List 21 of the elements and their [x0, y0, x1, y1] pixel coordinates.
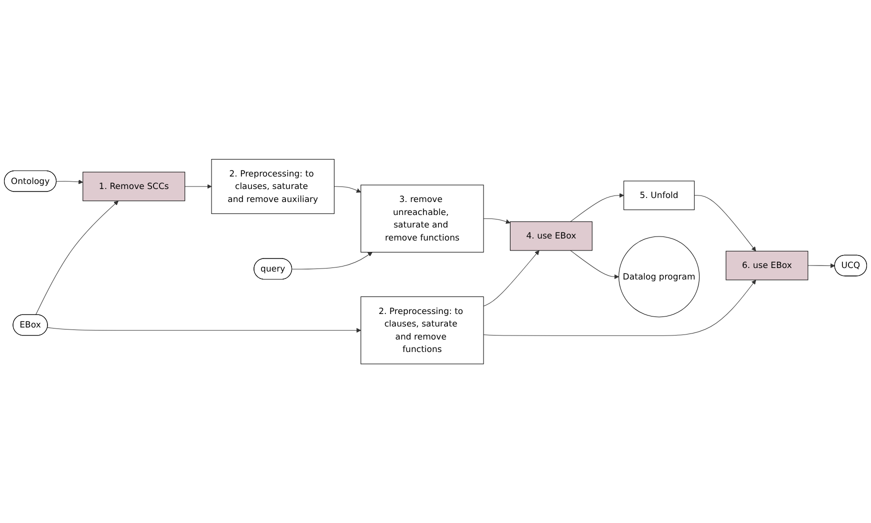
arrow — [56, 179, 84, 184]
arrow — [483, 250, 540, 306]
node-box: 4. use EBox — [510, 221, 592, 251]
node-box: 6. use EBox — [726, 250, 808, 280]
arrow — [483, 218, 510, 224]
node-box: 2. Preprocessing: to clauses, saturate and remove auxiliary — [211, 158, 334, 214]
node-box: 1. Remove SCCs — [82, 172, 186, 202]
arrow — [570, 192, 624, 222]
arrow — [184, 184, 212, 189]
arrow — [808, 263, 836, 268]
node-circle: Datalog program — [618, 236, 700, 318]
arrow — [35, 200, 119, 316]
node-box: 2. Preprocessing: to clauses, saturate and remove functions — [360, 296, 484, 364]
arrow — [483, 280, 756, 336]
arrow — [292, 252, 372, 270]
arrow — [47, 327, 362, 333]
arrow — [570, 250, 620, 279]
arrow — [694, 195, 756, 252]
arrow — [334, 186, 362, 193]
node-box: 3. remove unreachable, saturate and remove functions — [360, 184, 484, 252]
node-box: 5. Unfold — [624, 180, 695, 210]
